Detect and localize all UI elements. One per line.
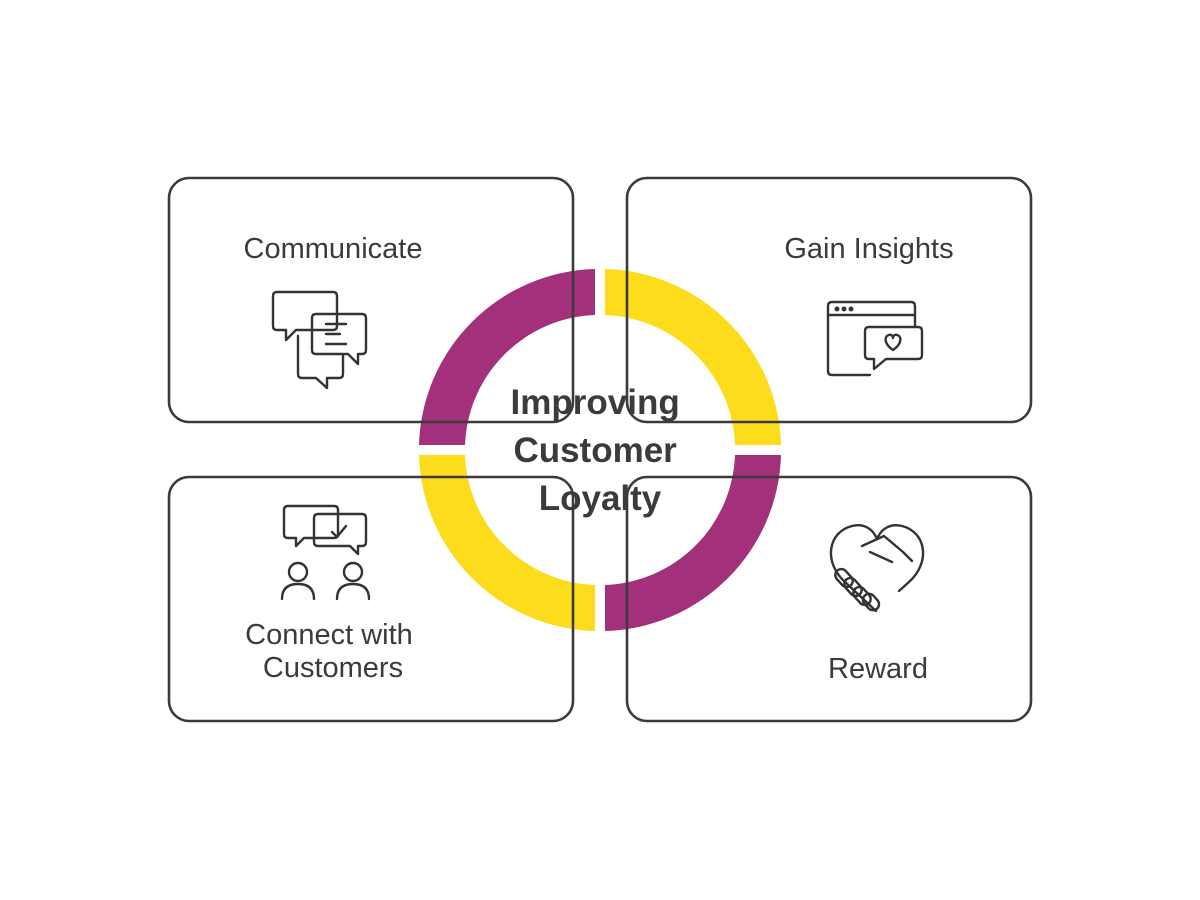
card-reward: Reward [625,475,1033,723]
ring-segment-bottom-left [419,455,595,631]
chat-bubbles-icon [271,290,368,390]
card-reward-border [625,475,1033,723]
browser-heart-message-icon [826,300,924,377]
center-title-line-3: Loyalty [539,479,662,518]
card-reward-title: Reward [828,653,928,685]
handshake-heart-icon [829,524,925,613]
people-chat-check-icon [280,504,371,601]
card-gain-insights-title: Gain Insights [784,233,953,265]
card-gain-insights-border [625,176,1033,424]
card-connect-with-customers: Connect with Customers [167,475,575,723]
ring-segment-bottom-right [605,455,781,631]
card-communicate: Communicate [167,176,575,424]
card-connect-title: Connect with Customers [245,619,421,684]
card-gain-insights: Gain Insights [625,176,1033,424]
ring-segment-top-right [605,269,781,445]
card-connect-title-line-2: Customers [263,652,403,684]
card-connect-border [167,475,575,723]
card-communicate-border [167,176,575,424]
loyalty-ring [419,269,781,631]
center-title-line-2: Customer [513,431,677,470]
ring-segment-top-left [419,269,595,445]
center-title: Improving Customer Loyalty [511,383,690,518]
center-title-line-1: Improving [511,383,680,422]
card-communicate-title: Communicate [244,233,423,265]
card-connect-title-line-1: Connect with [245,619,413,651]
